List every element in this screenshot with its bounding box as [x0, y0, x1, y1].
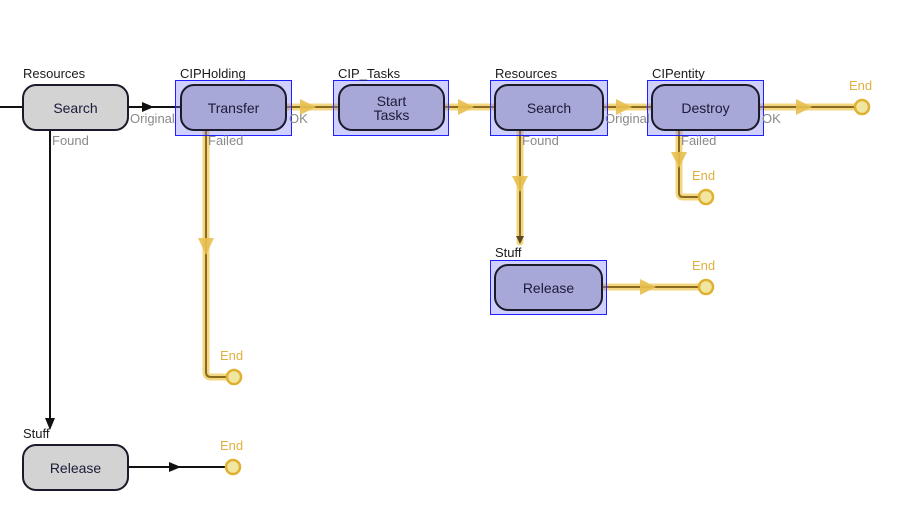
active-connectors: [198, 99, 859, 381]
block-label: Start Tasks: [373, 92, 410, 123]
block-release-1[interactable]: Release: [22, 444, 129, 491]
resource-label-search2: Resources: [495, 66, 558, 81]
end-circle-release1[interactable]: [224, 458, 242, 476]
end-markers: [224, 98, 871, 476]
connector-search2-destroy[interactable]: [599, 99, 655, 115]
end-circle-transfer-failed[interactable]: [225, 368, 243, 386]
connector-transfer-starttasks[interactable]: [282, 99, 342, 115]
block-label: Release: [522, 279, 575, 296]
arrow-search1-transfer: [142, 102, 154, 112]
block-transfer[interactable]: Transfer: [180, 84, 287, 131]
inactive-connectors: [0, 102, 226, 472]
block-destroy[interactable]: Destroy: [651, 84, 760, 131]
connector-search2-found-release2[interactable]: [512, 126, 528, 246]
resource-label-release1: Stuff: [23, 426, 50, 441]
port-label-transfer-ok: OK: [289, 111, 308, 126]
end-label-release2: End: [692, 258, 716, 273]
connector-destroy-ok-end[interactable]: [755, 99, 859, 115]
end-circle-release2[interactable]: [697, 278, 715, 296]
block-search-resources[interactable]: Search: [22, 84, 129, 131]
block-label: Search: [526, 99, 572, 116]
connector-destroy-failed-end[interactable]: [671, 126, 704, 201]
block-label: Release: [49, 459, 102, 476]
end-label-destroy-ok: End: [849, 78, 873, 93]
port-label-search1-original: Original: [130, 111, 175, 126]
block-search-resources-2[interactable]: Search: [494, 84, 604, 131]
block-label: Destroy: [681, 99, 730, 116]
port-label-search2-original: Original: [605, 111, 649, 126]
port-label-search2-found: Found: [522, 133, 559, 148]
resource-label-starttasks: CIP_Tasks: [338, 66, 401, 81]
port-label-search1-found: Found: [52, 133, 89, 148]
end-label-release1: End: [220, 438, 244, 453]
port-label-transfer-failed: Failed: [208, 133, 244, 148]
resource-label-destroy: CIPentity: [652, 66, 705, 81]
resource-label-release2: Stuff: [495, 245, 522, 260]
connector-release2-end[interactable]: [598, 279, 704, 295]
end-circle-destroy-failed[interactable]: [697, 188, 715, 206]
connector-transfer-failed-end[interactable]: [198, 126, 232, 381]
port-label-destroy-failed: Failed: [681, 133, 717, 148]
block-release-2[interactable]: Release: [494, 264, 603, 311]
connector-starttasks-search2[interactable]: [440, 99, 498, 115]
block-label: Search: [53, 99, 98, 116]
block-label: Transfer: [207, 99, 260, 116]
resource-label-transfer: CIPHolding: [180, 66, 246, 81]
block-start-tasks[interactable]: Start Tasks: [338, 84, 445, 131]
end-label-destroy-failed: End: [692, 168, 716, 183]
end-circle-destroy-ok[interactable]: [853, 98, 871, 116]
end-label-transfer-failed: End: [220, 348, 244, 363]
resource-label-search1: Resources: [23, 66, 86, 81]
port-label-destroy-ok: OK: [762, 111, 781, 126]
arrow-release1-end: [169, 462, 181, 472]
arrow-search1-found: [45, 418, 55, 430]
